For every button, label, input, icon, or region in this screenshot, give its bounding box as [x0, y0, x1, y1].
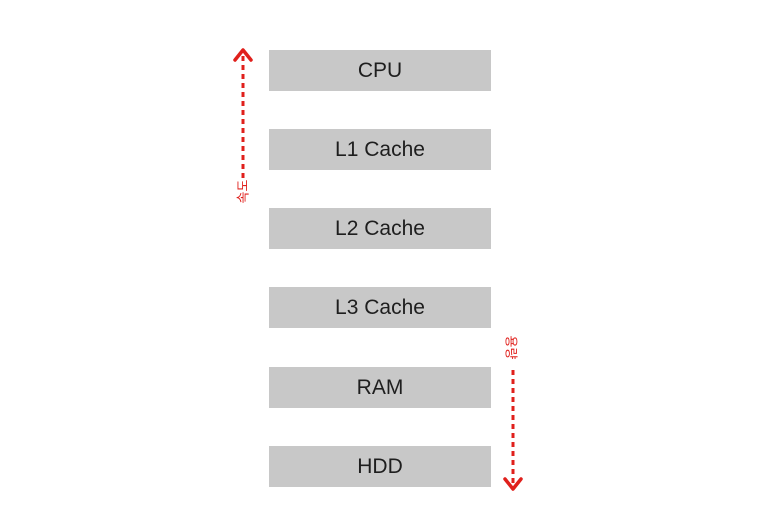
tier-label: L3 Cache: [335, 295, 425, 319]
tier-label: RAM: [356, 375, 404, 399]
speed-axis-label: 속도: [236, 179, 252, 204]
tier-ram: RAM: [269, 367, 491, 408]
tier-label: L1 Cache: [335, 137, 425, 161]
speed-arrow-head: [233, 48, 253, 62]
tier-label: HDD: [357, 454, 403, 478]
tier-l2-cache: L2 Cache: [269, 208, 491, 249]
tier-l1-cache: L1 Cache: [269, 129, 491, 170]
tier-hdd: HDD: [269, 446, 491, 487]
tier-label: CPU: [357, 58, 403, 82]
capacity-arrow-head: [503, 477, 523, 491]
capacity-axis-label: 용량: [502, 335, 518, 360]
tier-label: L2 Cache: [335, 216, 425, 240]
tier-cpu: CPU: [269, 50, 491, 91]
tier-l3-cache: L3 Cache: [269, 287, 491, 328]
